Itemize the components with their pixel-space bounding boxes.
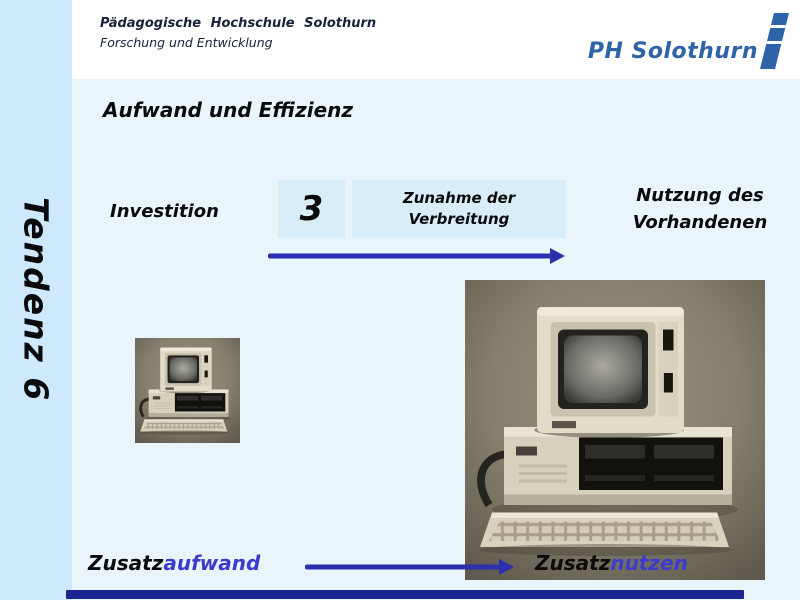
- step-number-box: 3: [278, 180, 345, 238]
- logo-bar-icon: [760, 13, 789, 69]
- arrow-shaft: [305, 564, 503, 570]
- zusatzaufwand-label: Zusatzaufwand: [88, 551, 260, 575]
- logo-bar-segment: [760, 44, 782, 69]
- header: Pädagogische Hochschule Solothurn Forsch…: [72, 0, 800, 79]
- vintage-pc-icon: [135, 338, 240, 443]
- slide-title: Aufwand und Effizienz: [103, 98, 354, 122]
- step-label-line1: Zunahme der: [402, 189, 516, 207]
- ph-solothurn-logo: PH Solothurn: [587, 13, 789, 69]
- investition-label: Investition: [110, 201, 219, 222]
- footer-bar: [66, 590, 744, 599]
- arrow-shaft: [268, 253, 554, 259]
- sidebar-tendenz-label: Tendenz 6: [16, 197, 56, 403]
- logo-bar-segment: [767, 28, 786, 41]
- right-label-line1: Nutzung des: [636, 185, 764, 206]
- computer-image: [465, 280, 765, 580]
- logo-text: PH Solothurn: [587, 39, 758, 64]
- zusatz-prefix: Zusatz: [88, 551, 164, 575]
- step-number: 3: [299, 189, 324, 229]
- aufwand-suffix: aufwand: [163, 551, 261, 575]
- org-subtitle: Forschung und Entwicklung: [100, 35, 273, 50]
- org-block: Pädagogische Hochschule Solothurn Forsch…: [100, 16, 376, 50]
- step-label-line2: Verbreitung: [408, 210, 510, 228]
- org-name: Pädagogische Hochschule Solothurn: [100, 16, 377, 31]
- zusatznutzen-label: Zusatznutzen: [535, 551, 688, 575]
- right-label: Nutzung des Vorhandenen: [606, 182, 794, 236]
- logo-bar-segment: [770, 13, 789, 25]
- computer-image-single: [135, 338, 240, 443]
- right-label-line2: Vorhandenen: [632, 212, 768, 233]
- step-label-box: Zunahme der Verbreitung: [352, 180, 566, 238]
- zusatz-prefix: Zusatz: [535, 551, 611, 575]
- spread-arrow: [268, 248, 565, 264]
- sidebar: Tendenz 6: [0, 0, 72, 600]
- vintage-pc-icon: [465, 280, 765, 580]
- arrow-head-icon: [499, 559, 514, 575]
- zusatz-arrow: [305, 559, 514, 575]
- nutzen-suffix: nutzen: [610, 551, 688, 575]
- arrow-head-icon: [550, 248, 565, 264]
